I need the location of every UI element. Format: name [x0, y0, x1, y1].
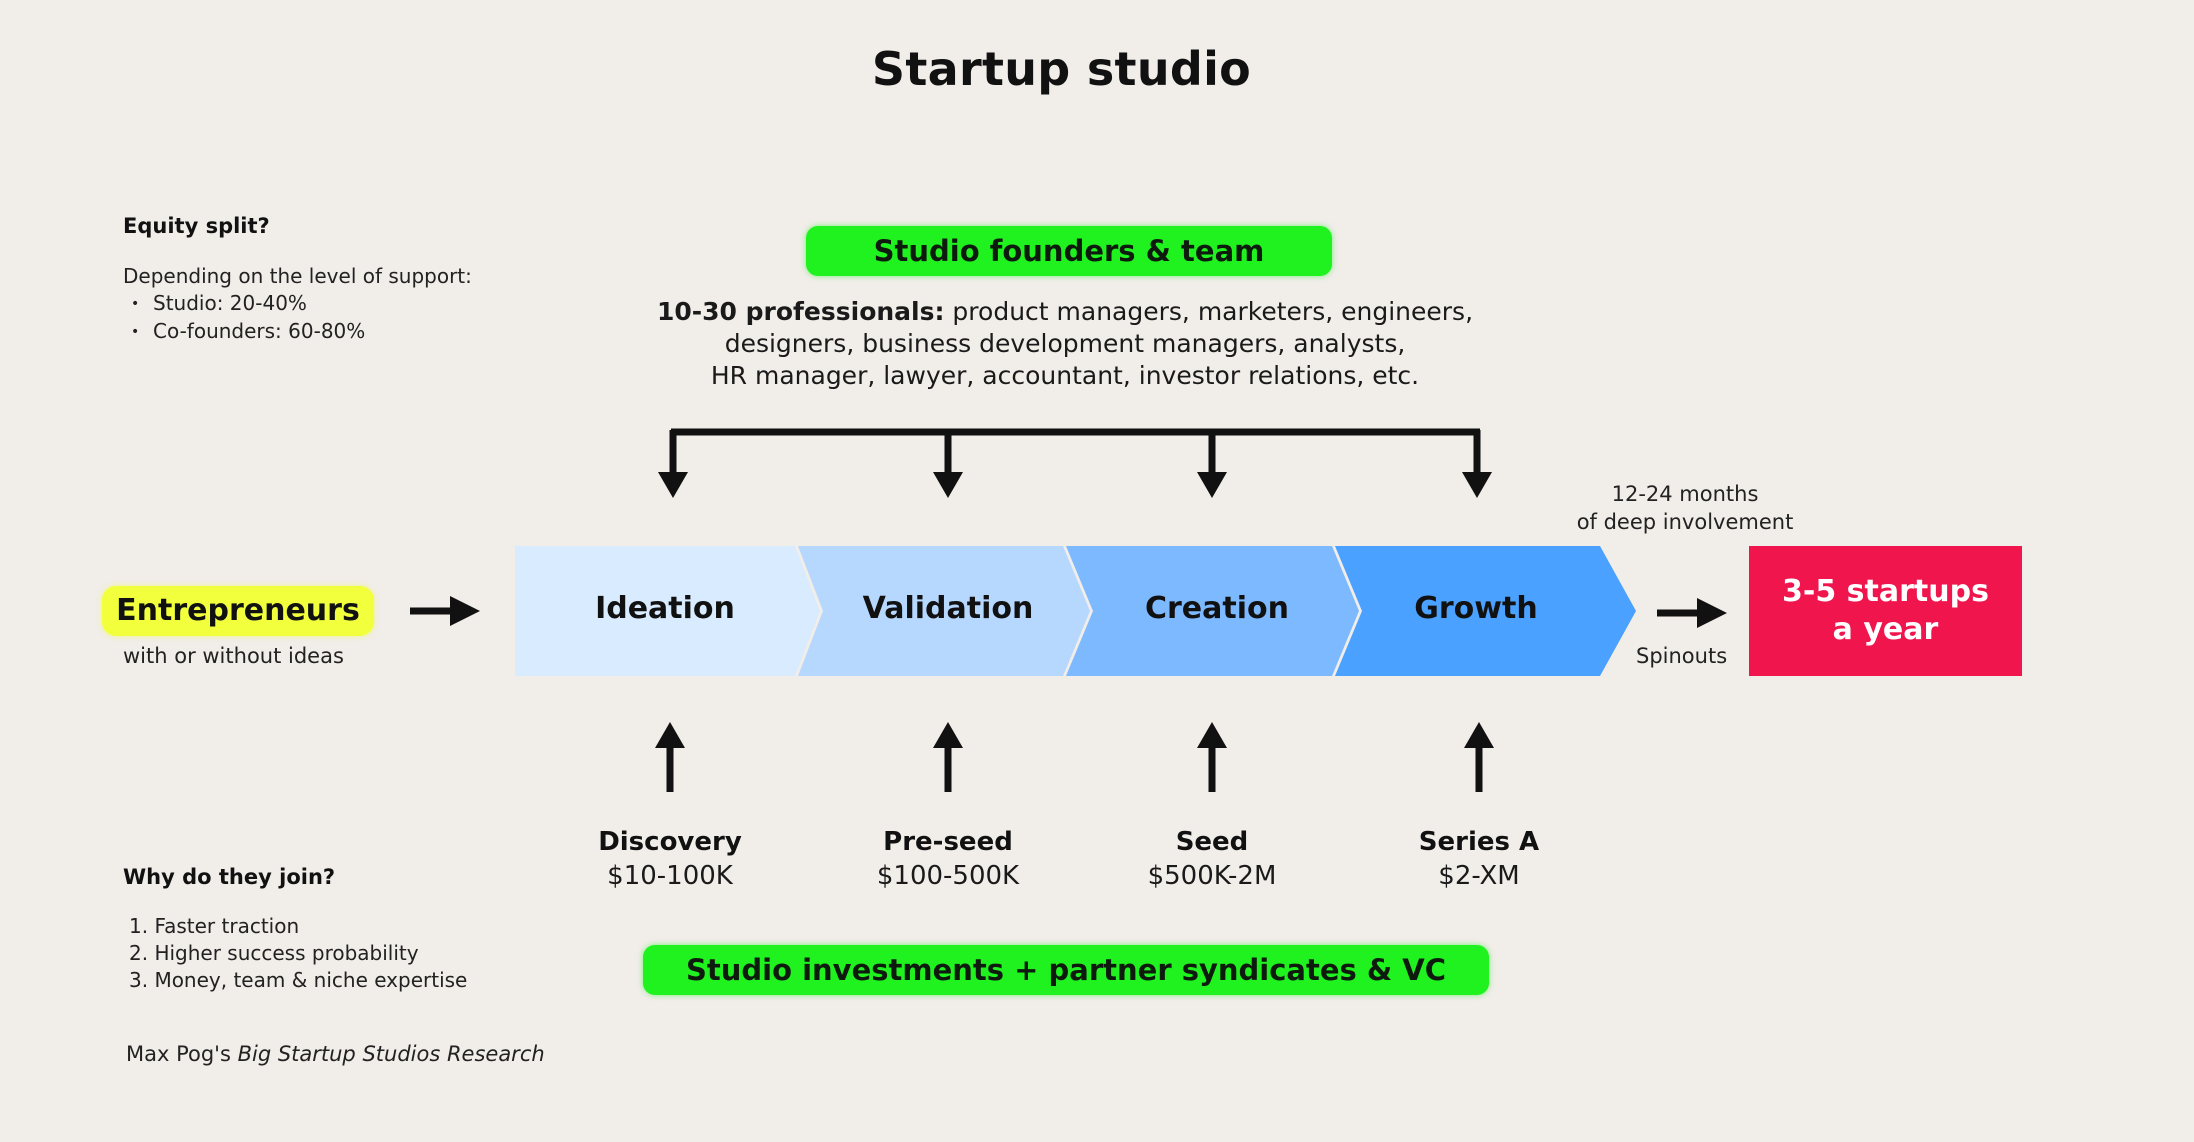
bracket-arrow-creation — [1197, 430, 1227, 498]
equity-intro: Depending on the level of support: — [123, 264, 472, 288]
source-prefix: Max Pog's — [126, 1042, 238, 1066]
output-box: 3-5 startups a year — [1749, 546, 2022, 676]
why-heading: Why do they join? — [123, 865, 336, 889]
round-name: Seed — [1175, 827, 1249, 857]
equity-item-label: Co-founders: 60-80% — [153, 319, 366, 343]
round-name: Series A — [1418, 827, 1540, 857]
entrepreneurs-subtitle: with or without ideas — [123, 644, 344, 668]
team-line-2: designers, business development managers… — [724, 329, 1406, 358]
round-preseed: Pre-seed $100-500K — [848, 827, 1048, 891]
round-name: Discovery — [598, 827, 742, 857]
equity-heading: Equity split? — [123, 214, 270, 238]
why-item: 3. Money, team & niche expertise — [129, 968, 468, 992]
team-lead: 10-30 professionals: — [656, 297, 945, 326]
team-line-1: 10-30 professionals: product managers, m… — [560, 296, 1570, 328]
round-name: Pre-seed — [883, 827, 1013, 857]
equity-list: Studio: 20-40% Co-founders: 60-80% — [123, 290, 563, 346]
team-line-1-rest: product managers, marketers, engineers, — [944, 297, 1474, 326]
team-line-3: HR manager, lawyer, accountant, investor… — [710, 361, 1420, 390]
studio-team-label: Studio founders & team — [873, 234, 1265, 268]
source-credit: Max Pog's Big Startup Studios Research — [126, 1042, 545, 1066]
spinouts-label: Spinouts — [1636, 644, 1728, 668]
bracket-arrow-growth — [1462, 430, 1492, 498]
round-amount: $2-XM — [1438, 861, 1520, 891]
round-amount: $10-100K — [607, 861, 733, 891]
round-arrow-preseed — [933, 722, 963, 792]
round-series-a: Series A $2-XM — [1379, 827, 1579, 891]
bracket-arrow-ideation — [658, 430, 688, 498]
why-item: 2. Higher success probability — [129, 941, 419, 965]
team-description: 10-30 professionals: product managers, m… — [560, 296, 1570, 392]
investments-pill: Studio investments + partner syndicates … — [643, 945, 1489, 995]
equity-section: Equity split? Depending on the level of … — [123, 214, 563, 346]
entrepreneurs-arrow — [410, 596, 480, 626]
stage-validation: Validation — [862, 591, 1034, 626]
involvement-line-1: 12-24 months — [1611, 482, 1759, 506]
spinouts-arrow — [1657, 598, 1727, 628]
why-list: 1. Faster traction 2. Higher success pro… — [123, 913, 583, 994]
output-line-1: 3-5 startups — [1782, 574, 1989, 609]
studio-team-pill: Studio founders & team — [806, 226, 1332, 276]
stage-growth: Growth — [1414, 591, 1538, 626]
bracket-arrow-validation — [933, 430, 963, 498]
round-amount: $500K-2M — [1147, 861, 1277, 891]
round-arrow-seed — [1197, 722, 1227, 792]
equity-item-label: Studio: 20-40% — [153, 291, 307, 315]
stage-shape-ideation — [515, 546, 820, 676]
stage-creation: Creation — [1145, 591, 1289, 626]
equity-item-studio: Studio: 20-40% — [123, 290, 563, 318]
round-arrow-discovery — [655, 722, 685, 792]
stage-shape-creation — [1066, 546, 1359, 676]
why-item: 1. Faster traction — [129, 914, 300, 938]
output-line-2: a year — [1832, 612, 1939, 647]
stage-shape-growth — [1335, 546, 1636, 676]
investments-label: Studio investments + partner syndicates … — [685, 953, 1447, 987]
stage-ideation: Ideation — [595, 591, 735, 626]
entrepreneurs-pill: Entrepreneurs — [102, 586, 374, 636]
round-discovery: Discovery $10-100K — [570, 827, 770, 891]
stage-pipeline — [515, 546, 1636, 676]
round-seed: Seed $500K-2M — [1112, 827, 1312, 891]
stage-shape-validation — [798, 546, 1090, 676]
source-title: Big Startup Studios Research — [237, 1042, 545, 1066]
equity-item-cofounders: Co-founders: 60-80% — [123, 318, 563, 346]
page-title: Startup studio — [871, 42, 1252, 96]
involvement-line-2: of deep involvement — [1576, 510, 1794, 534]
round-amount: $100-500K — [876, 861, 1020, 891]
round-arrow-series-a — [1464, 722, 1494, 792]
why-section: Why do they join? 1. Faster traction 2. … — [123, 865, 583, 994]
entrepreneurs-label: Entrepreneurs — [116, 593, 360, 628]
involvement-note: 12-24 months of deep involvement — [1560, 480, 1810, 536]
